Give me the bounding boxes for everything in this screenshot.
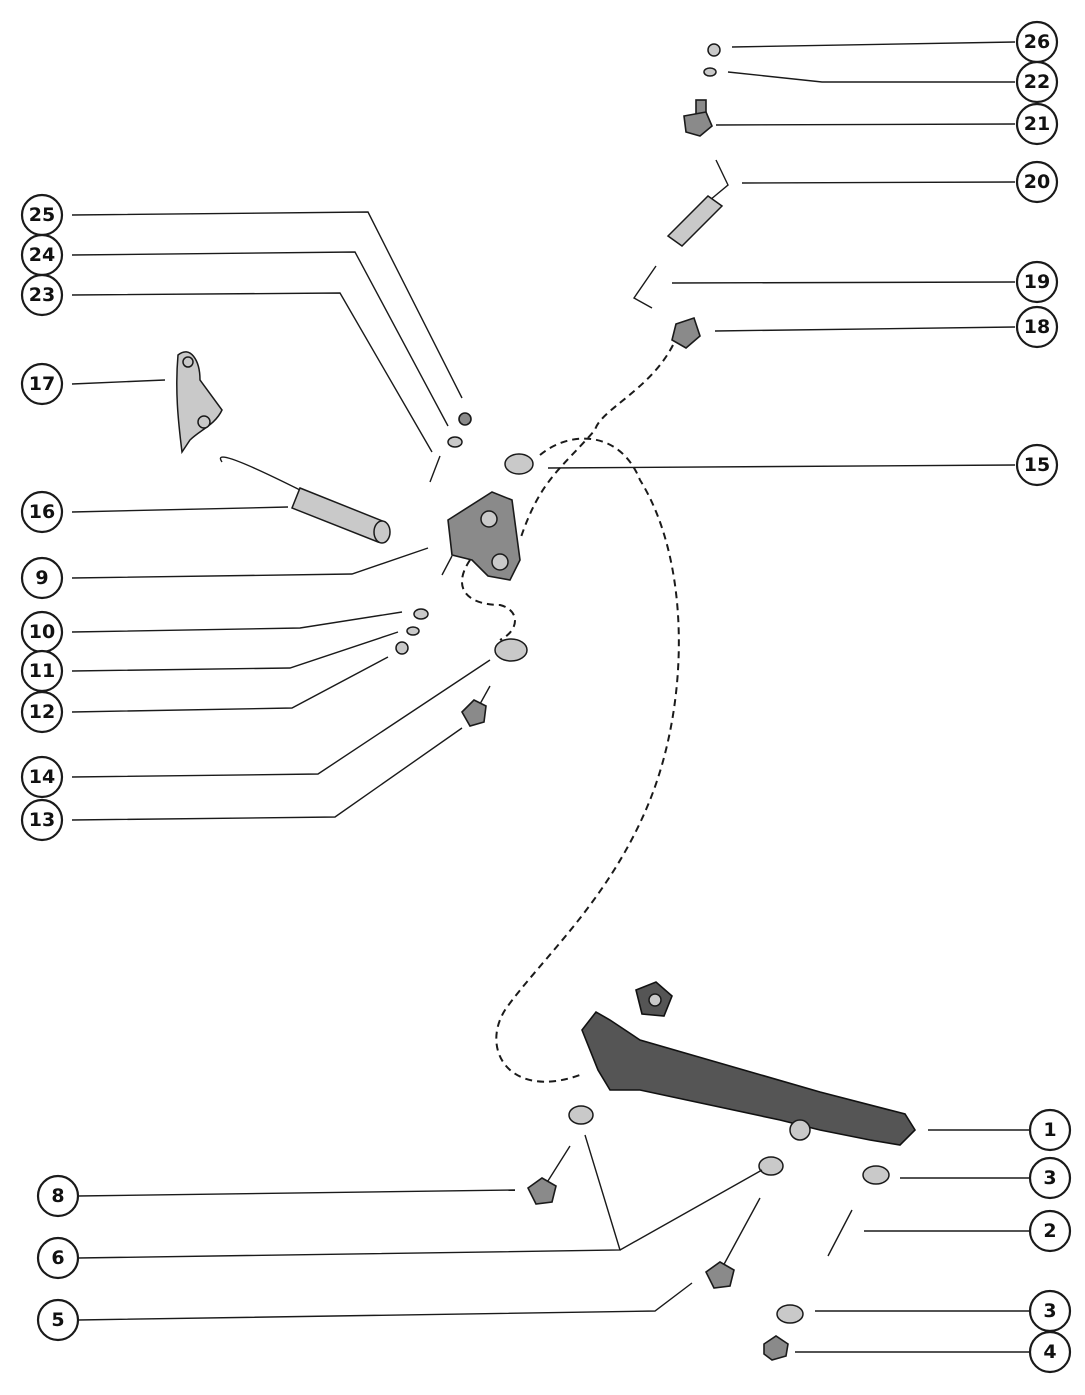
part-20-bent-rod xyxy=(666,159,729,247)
callout-1: 1 xyxy=(1028,1108,1072,1152)
callout-9: 9 xyxy=(20,556,64,600)
part-5-long-bolt xyxy=(704,1197,761,1289)
callout-4-label: 4 xyxy=(1043,1341,1056,1363)
part-15-washer xyxy=(504,453,534,475)
callout-18-label: 18 xyxy=(1024,316,1050,338)
callout-12-label: 12 xyxy=(29,701,55,723)
callout-21: 21 xyxy=(1015,102,1059,146)
callout-25: 25 xyxy=(20,193,64,237)
callout-3-lower-label: 3 xyxy=(1043,1300,1056,1322)
callout-18: 18 xyxy=(1015,305,1059,349)
callout-5-label: 5 xyxy=(51,1309,64,1331)
callout-17-label: 17 xyxy=(29,373,55,395)
dashed-link-route-upper xyxy=(519,344,674,541)
callout-2-label: 2 xyxy=(1043,1220,1056,1242)
part-12-nut xyxy=(395,641,409,655)
callout-10-label: 10 xyxy=(29,621,55,643)
callout-12: 12 xyxy=(20,690,64,734)
part-26-nut xyxy=(707,43,721,57)
part-25-nut xyxy=(458,412,472,426)
callout-19-label: 19 xyxy=(1024,271,1050,293)
callout-14-label: 14 xyxy=(29,766,55,788)
callout-19: 19 xyxy=(1015,260,1059,304)
part-4-nut xyxy=(763,1335,789,1361)
callout-21-label: 21 xyxy=(1024,113,1050,135)
part-22-washer xyxy=(703,67,717,77)
callout-13: 13 xyxy=(20,798,64,842)
callout-8-label: 8 xyxy=(51,1185,64,1207)
callout-1-label: 1 xyxy=(1043,1119,1056,1141)
part-21-stud xyxy=(683,99,713,137)
callout-20-label: 20 xyxy=(1024,171,1050,193)
callout-23-label: 23 xyxy=(29,284,55,306)
leader-lines xyxy=(71,41,1030,1353)
part-23-screw xyxy=(429,455,441,483)
callout-6: 6 xyxy=(36,1236,80,1280)
callout-16: 16 xyxy=(20,490,64,534)
callout-10: 10 xyxy=(20,610,64,654)
callout-8: 8 xyxy=(36,1174,80,1218)
part-3-washer-upper xyxy=(862,1165,890,1185)
part-11-washer xyxy=(406,626,420,636)
callout-5: 5 xyxy=(36,1298,80,1342)
callout-9-label: 9 xyxy=(35,567,48,589)
part-17-hole-upper xyxy=(182,356,194,368)
part-6-washer-right xyxy=(758,1156,784,1176)
callout-13-label: 13 xyxy=(29,809,55,831)
part-14-washer xyxy=(494,638,528,662)
callout-16-label: 16 xyxy=(29,501,55,523)
callout-3-upper-label: 3 xyxy=(1043,1167,1056,1189)
callout-2: 2 xyxy=(1028,1209,1072,1253)
callout-20: 20 xyxy=(1015,160,1059,204)
callout-11: 11 xyxy=(20,649,64,693)
callout-11-label: 11 xyxy=(29,660,55,682)
part-9-pivot-bracket xyxy=(441,491,521,581)
callout-4: 4 xyxy=(1028,1330,1072,1374)
callout-15: 15 xyxy=(1015,443,1059,487)
part-8-bolt xyxy=(526,1145,571,1205)
callout-23: 23 xyxy=(20,273,64,317)
callout-15-label: 15 xyxy=(1024,454,1050,476)
callout-14: 14 xyxy=(20,755,64,799)
part-17-bracket xyxy=(176,351,223,455)
dashed-link-route-lower xyxy=(460,559,516,641)
part-18-swivel xyxy=(671,316,701,349)
part-24-washer xyxy=(447,436,463,448)
part-1-main-arm xyxy=(581,981,917,1146)
part-6-washer-left xyxy=(568,1105,594,1125)
callout-3-upper: 3 xyxy=(1028,1156,1072,1200)
part-16-tube xyxy=(219,456,391,544)
callout-22-label: 22 xyxy=(1024,71,1050,93)
callout-3-lower: 3 xyxy=(1028,1289,1072,1333)
callout-24-label: 24 xyxy=(29,244,55,266)
callout-6-label: 6 xyxy=(51,1247,64,1269)
part-13-bolt xyxy=(461,685,491,727)
callout-24: 24 xyxy=(20,233,64,277)
callout-17: 17 xyxy=(20,362,64,406)
part-19-l-link xyxy=(632,265,657,309)
callout-22: 22 xyxy=(1015,60,1059,104)
callout-26: 26 xyxy=(1015,20,1059,64)
callout-26-label: 26 xyxy=(1024,31,1050,53)
part-3-washer-lower xyxy=(776,1304,804,1324)
part-2-stud xyxy=(827,1209,853,1257)
callout-25-label: 25 xyxy=(29,204,55,226)
part-17-hole-lower xyxy=(197,415,211,429)
part-10-washer xyxy=(413,608,429,620)
